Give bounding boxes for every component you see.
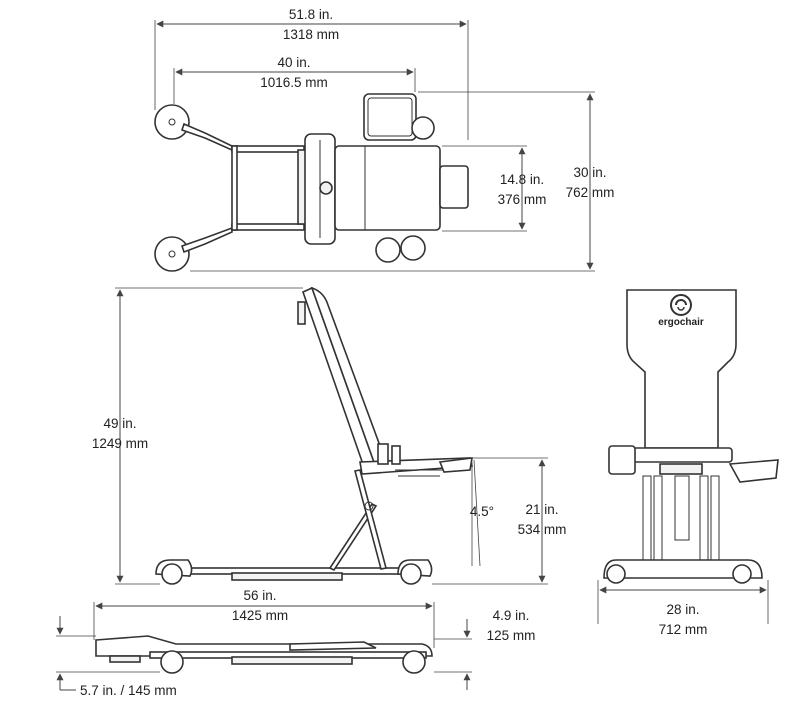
top-base-length-metric: 1016.5 mm <box>260 75 328 90</box>
top-seat-width-imperial: 14.8 in. <box>500 172 544 187</box>
front-view: ergochair 28 in. 712 mm <box>597 289 779 637</box>
folded-height-imperial: 4.9 in. <box>493 608 530 623</box>
side-seat-height-metric: 534 mm <box>518 522 567 537</box>
folded-length-metric: 1425 mm <box>232 608 288 623</box>
side-view-chair-drawing <box>155 286 474 585</box>
side-height-imperial: 49 in. <box>103 416 136 431</box>
front-view-chair-drawing: ergochair <box>603 289 779 584</box>
front-width-imperial: 28 in. <box>666 602 699 617</box>
top-base-length-imperial: 40 in. <box>277 55 310 70</box>
top-overall-width-imperial: 30 in. <box>573 165 606 180</box>
folded-view-chair-drawing <box>95 635 433 674</box>
folded-min-height-label: 5.7 in. / 145 mm <box>80 683 177 698</box>
side-angle-label: 4.5° <box>470 504 494 519</box>
side-view: 49 in. 1249 mm 21 in. 534 mm 4.5° <box>92 286 567 585</box>
ergochair-logo: ergochair <box>658 294 704 328</box>
top-view-chair-drawing <box>154 93 469 272</box>
folded-view: 56 in. 1425 mm 4.9 in. 125 mm 5.7 in. / … <box>56 588 535 698</box>
front-width-metric: 712 mm <box>659 622 708 637</box>
top-view: 51.8 in. 1318 mm 40 in. 1016.5 mm 14.8 i… <box>154 7 615 272</box>
top-overall-length-metric: 1318 mm <box>283 27 339 42</box>
folded-length-imperial: 56 in. <box>243 588 276 603</box>
top-overall-width-metric: 762 mm <box>566 185 615 200</box>
folded-height-metric: 125 mm <box>487 628 536 643</box>
side-height-metric: 1249 mm <box>92 436 148 451</box>
top-seat-width-metric: 376 mm <box>498 192 547 207</box>
side-seat-height-imperial: 21 in. <box>525 502 558 517</box>
top-overall-length-imperial: 51.8 in. <box>289 7 333 22</box>
logo-text: ergochair <box>658 317 704 328</box>
